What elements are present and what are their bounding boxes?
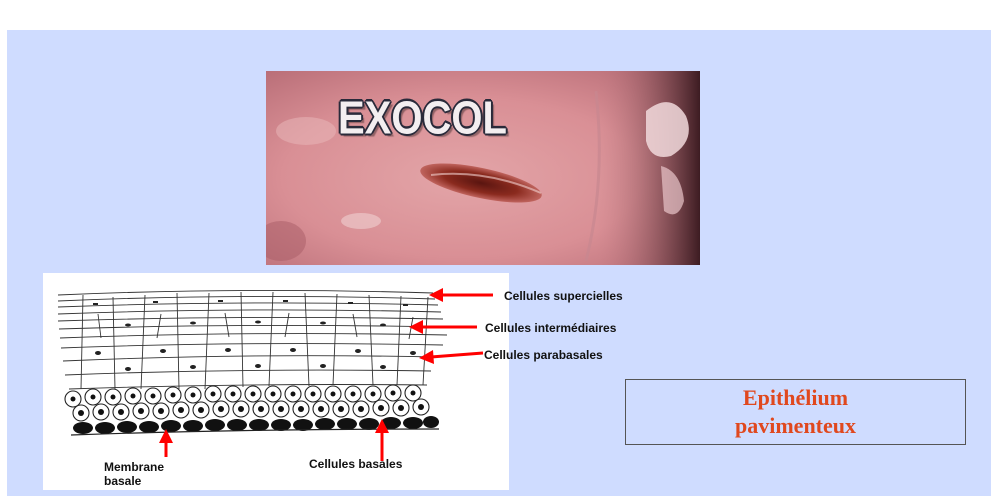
exocol-photo: EXOCOL (266, 71, 700, 265)
label-intermediate-cells: Cellules intermédiaires (485, 321, 616, 335)
epithelium-diagram (43, 273, 509, 490)
arrow-parabasal (419, 350, 483, 364)
title-line2: pavimenteux (735, 412, 856, 440)
arrow-superficial (429, 288, 493, 302)
label-basal-cells: Cellules basales (309, 457, 402, 471)
epithelium-drawing (43, 273, 509, 490)
label-membrane-line1: Membrane (104, 460, 164, 474)
arrow-intermediate (409, 320, 477, 334)
arrow-membrane (159, 429, 173, 457)
label-superficial-cells: Cellules supercielles (504, 289, 623, 303)
title-line1: Epithélium (743, 384, 848, 412)
label-parabasal-cells: Cellules parabasales (484, 348, 603, 362)
epithelium-title-box: Epithélium pavimenteux (625, 379, 966, 445)
exocol-label: EXOCOL (338, 93, 507, 145)
label-membrane-line2: basale (104, 474, 141, 488)
